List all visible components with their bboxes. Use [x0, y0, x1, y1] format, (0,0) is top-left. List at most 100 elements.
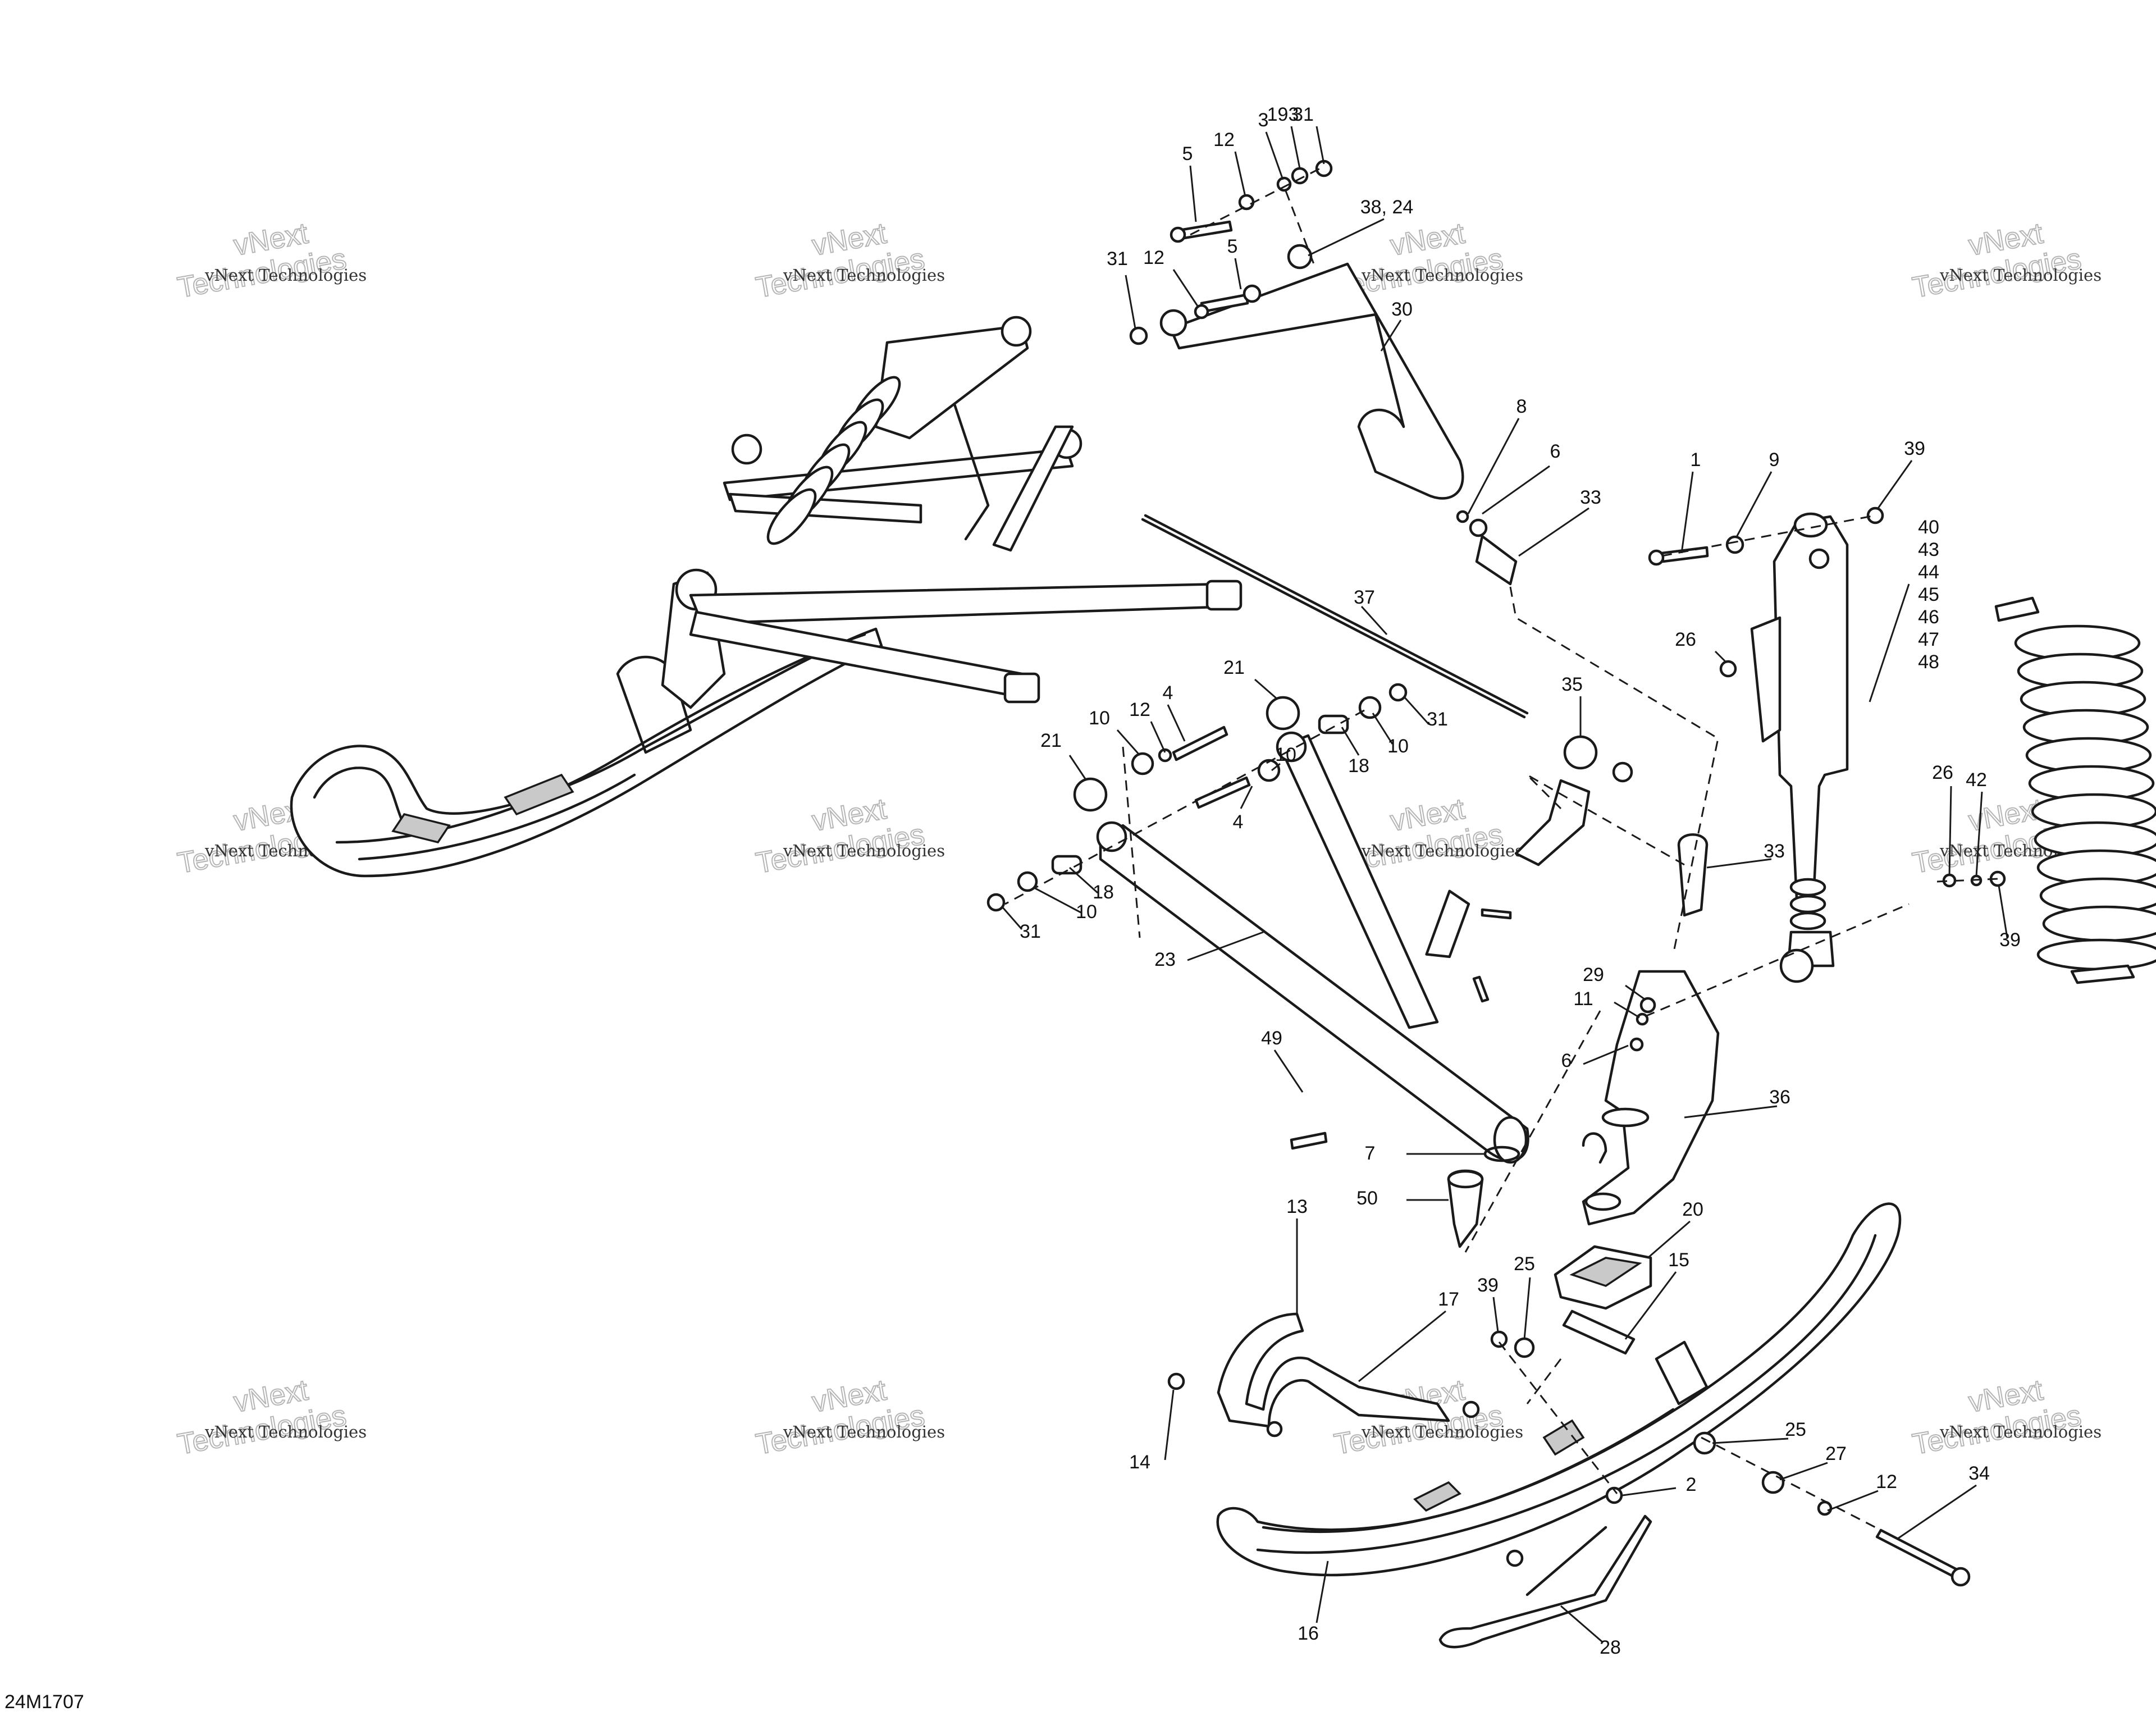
- callout-c35: 35: [1561, 674, 1583, 695]
- leader-c2: [1622, 1487, 1677, 1496]
- callout-c193: 193: [1267, 104, 1299, 125]
- callout-c39c: 39: [1999, 929, 2021, 951]
- nut-runner: [1506, 1549, 1524, 1567]
- leader-c29: [1625, 984, 1646, 1001]
- callout-c28: 28: [1600, 1637, 1621, 1658]
- bolt-link-2: [1472, 975, 1490, 1003]
- drawing-code: 24M1707: [4, 1691, 84, 1713]
- bushing-25-ski: [1693, 1431, 1716, 1455]
- callout-c33b: 33: [1764, 841, 1785, 862]
- callout-c12d: 12: [1876, 1471, 1897, 1493]
- nut-2: [1605, 1486, 1623, 1504]
- svg-text:vNext Technologies: vNext Technologies: [1939, 1422, 2102, 1441]
- leader-c42: [1975, 791, 1983, 877]
- bushing-21-right: [1266, 696, 1300, 731]
- callout-c3: 3: [1258, 109, 1269, 131]
- spindle-36: [1582, 970, 1720, 1226]
- leader-c3824: [1308, 218, 1385, 257]
- callout-c18a: 18: [1093, 882, 1114, 903]
- svg-text:vNext Technologies: vNext Technologies: [1361, 1422, 1523, 1441]
- callout-c34: 34: [1968, 1463, 1990, 1484]
- washer-193: [1291, 167, 1309, 185]
- callout-c47: 47: [1918, 629, 1939, 650]
- leader-c31d: [1001, 906, 1023, 930]
- rod-37: [1144, 514, 1529, 715]
- leader-c28: [1560, 1605, 1604, 1644]
- leader-c9: [1735, 471, 1773, 539]
- leader-c31c: [1403, 695, 1430, 725]
- leader-c10a: [1116, 729, 1141, 756]
- leader-c25b: [1712, 1438, 1789, 1444]
- svg-text:vNext Technologies: vNext Technologies: [1361, 841, 1523, 860]
- leader-c25a: [1523, 1277, 1531, 1340]
- leader-c21a: [1068, 755, 1088, 781]
- callout-c26a: 26: [1675, 629, 1696, 650]
- callout-c9: 9: [1769, 449, 1780, 471]
- callout-c49: 49: [1261, 1028, 1282, 1049]
- callout-c14: 14: [1129, 1452, 1150, 1473]
- svg-text:vNext Technologies: vNext Technologies: [204, 266, 367, 285]
- washer-3: [1276, 176, 1292, 192]
- assembled-spring: [766, 376, 901, 545]
- callout-c21b: 21: [1223, 657, 1245, 678]
- washer-12-mid: [1158, 748, 1172, 763]
- callout-c44: 44: [1918, 562, 1939, 583]
- leader-c6b: [1583, 1044, 1629, 1065]
- callout-c30: 30: [1391, 299, 1413, 320]
- leader-c4a: [1167, 704, 1186, 742]
- bushing-17: [1462, 1400, 1480, 1418]
- callout-c39a: 39: [1904, 438, 1925, 459]
- leader-c12a: [1234, 151, 1246, 197]
- leader-c31b: [1315, 126, 1325, 165]
- svg-text:vNext Technologies: vNext Technologies: [204, 1422, 367, 1441]
- leader-c31a: [1125, 275, 1136, 329]
- callout-c25a: 25: [1514, 1253, 1535, 1275]
- leader-c26b: [1948, 786, 1952, 877]
- callout-c6a: 6: [1550, 441, 1561, 462]
- callout-c39b: 39: [1477, 1275, 1499, 1296]
- leader-c1: [1680, 471, 1694, 554]
- leader-lines: [1001, 126, 2008, 1644]
- bolt-4-lower: [1194, 776, 1251, 809]
- callout-c17: 17: [1438, 1289, 1459, 1310]
- svg-text:vNext Technologies: vNext Technologies: [783, 841, 945, 860]
- callout-c2: 2: [1686, 1474, 1697, 1495]
- leader-c193: [1290, 126, 1301, 169]
- bushing-21-left: [1073, 777, 1108, 812]
- callout-c16: 16: [1298, 1623, 1319, 1644]
- svg-text:vNext Technologies: vNext Technologies: [783, 1422, 945, 1441]
- callout-c42: 42: [1966, 769, 1987, 791]
- callout-c37: 37: [1354, 587, 1375, 608]
- callout-c5b: 5: [1227, 236, 1238, 257]
- nut-26: [1719, 660, 1737, 678]
- svg-text:vNext Technologies: vNext Technologies: [783, 266, 945, 285]
- assembly-dashed-lines: [1004, 166, 1999, 1531]
- nut-11: [1636, 1012, 1649, 1026]
- callout-c11: 11: [1573, 988, 1593, 1010]
- leader-c37: [1360, 605, 1388, 636]
- callout-c31c: 31: [1427, 709, 1448, 730]
- assembled-suspension-illustration: [290, 316, 1243, 878]
- callout-c25b: 25: [1785, 1419, 1806, 1440]
- steering-arm-35: [1514, 779, 1591, 866]
- leader-c39c: [1998, 885, 2008, 938]
- leader-c49: [1273, 1049, 1304, 1093]
- callout-c1: 1: [1691, 449, 1701, 471]
- leader-c21b: [1254, 678, 1278, 700]
- bushing-10-a: [1017, 871, 1038, 892]
- callout-c31b: 31: [1292, 104, 1314, 125]
- leader-c27: [1779, 1462, 1828, 1481]
- callout-c4b: 4: [1233, 811, 1244, 833]
- nut-39-ski: [1490, 1330, 1508, 1348]
- leader-c33b: [1706, 858, 1772, 869]
- upper-a-arm-30: [1169, 262, 1464, 500]
- nut-39-top: [1866, 506, 1884, 524]
- leader-c39b: [1492, 1297, 1499, 1332]
- callout-c12a: 12: [1213, 129, 1235, 150]
- bolt-49: [1290, 1131, 1328, 1150]
- ball-joint-33-top: [1475, 535, 1518, 586]
- lower-a-arm-23: [1099, 824, 1529, 1162]
